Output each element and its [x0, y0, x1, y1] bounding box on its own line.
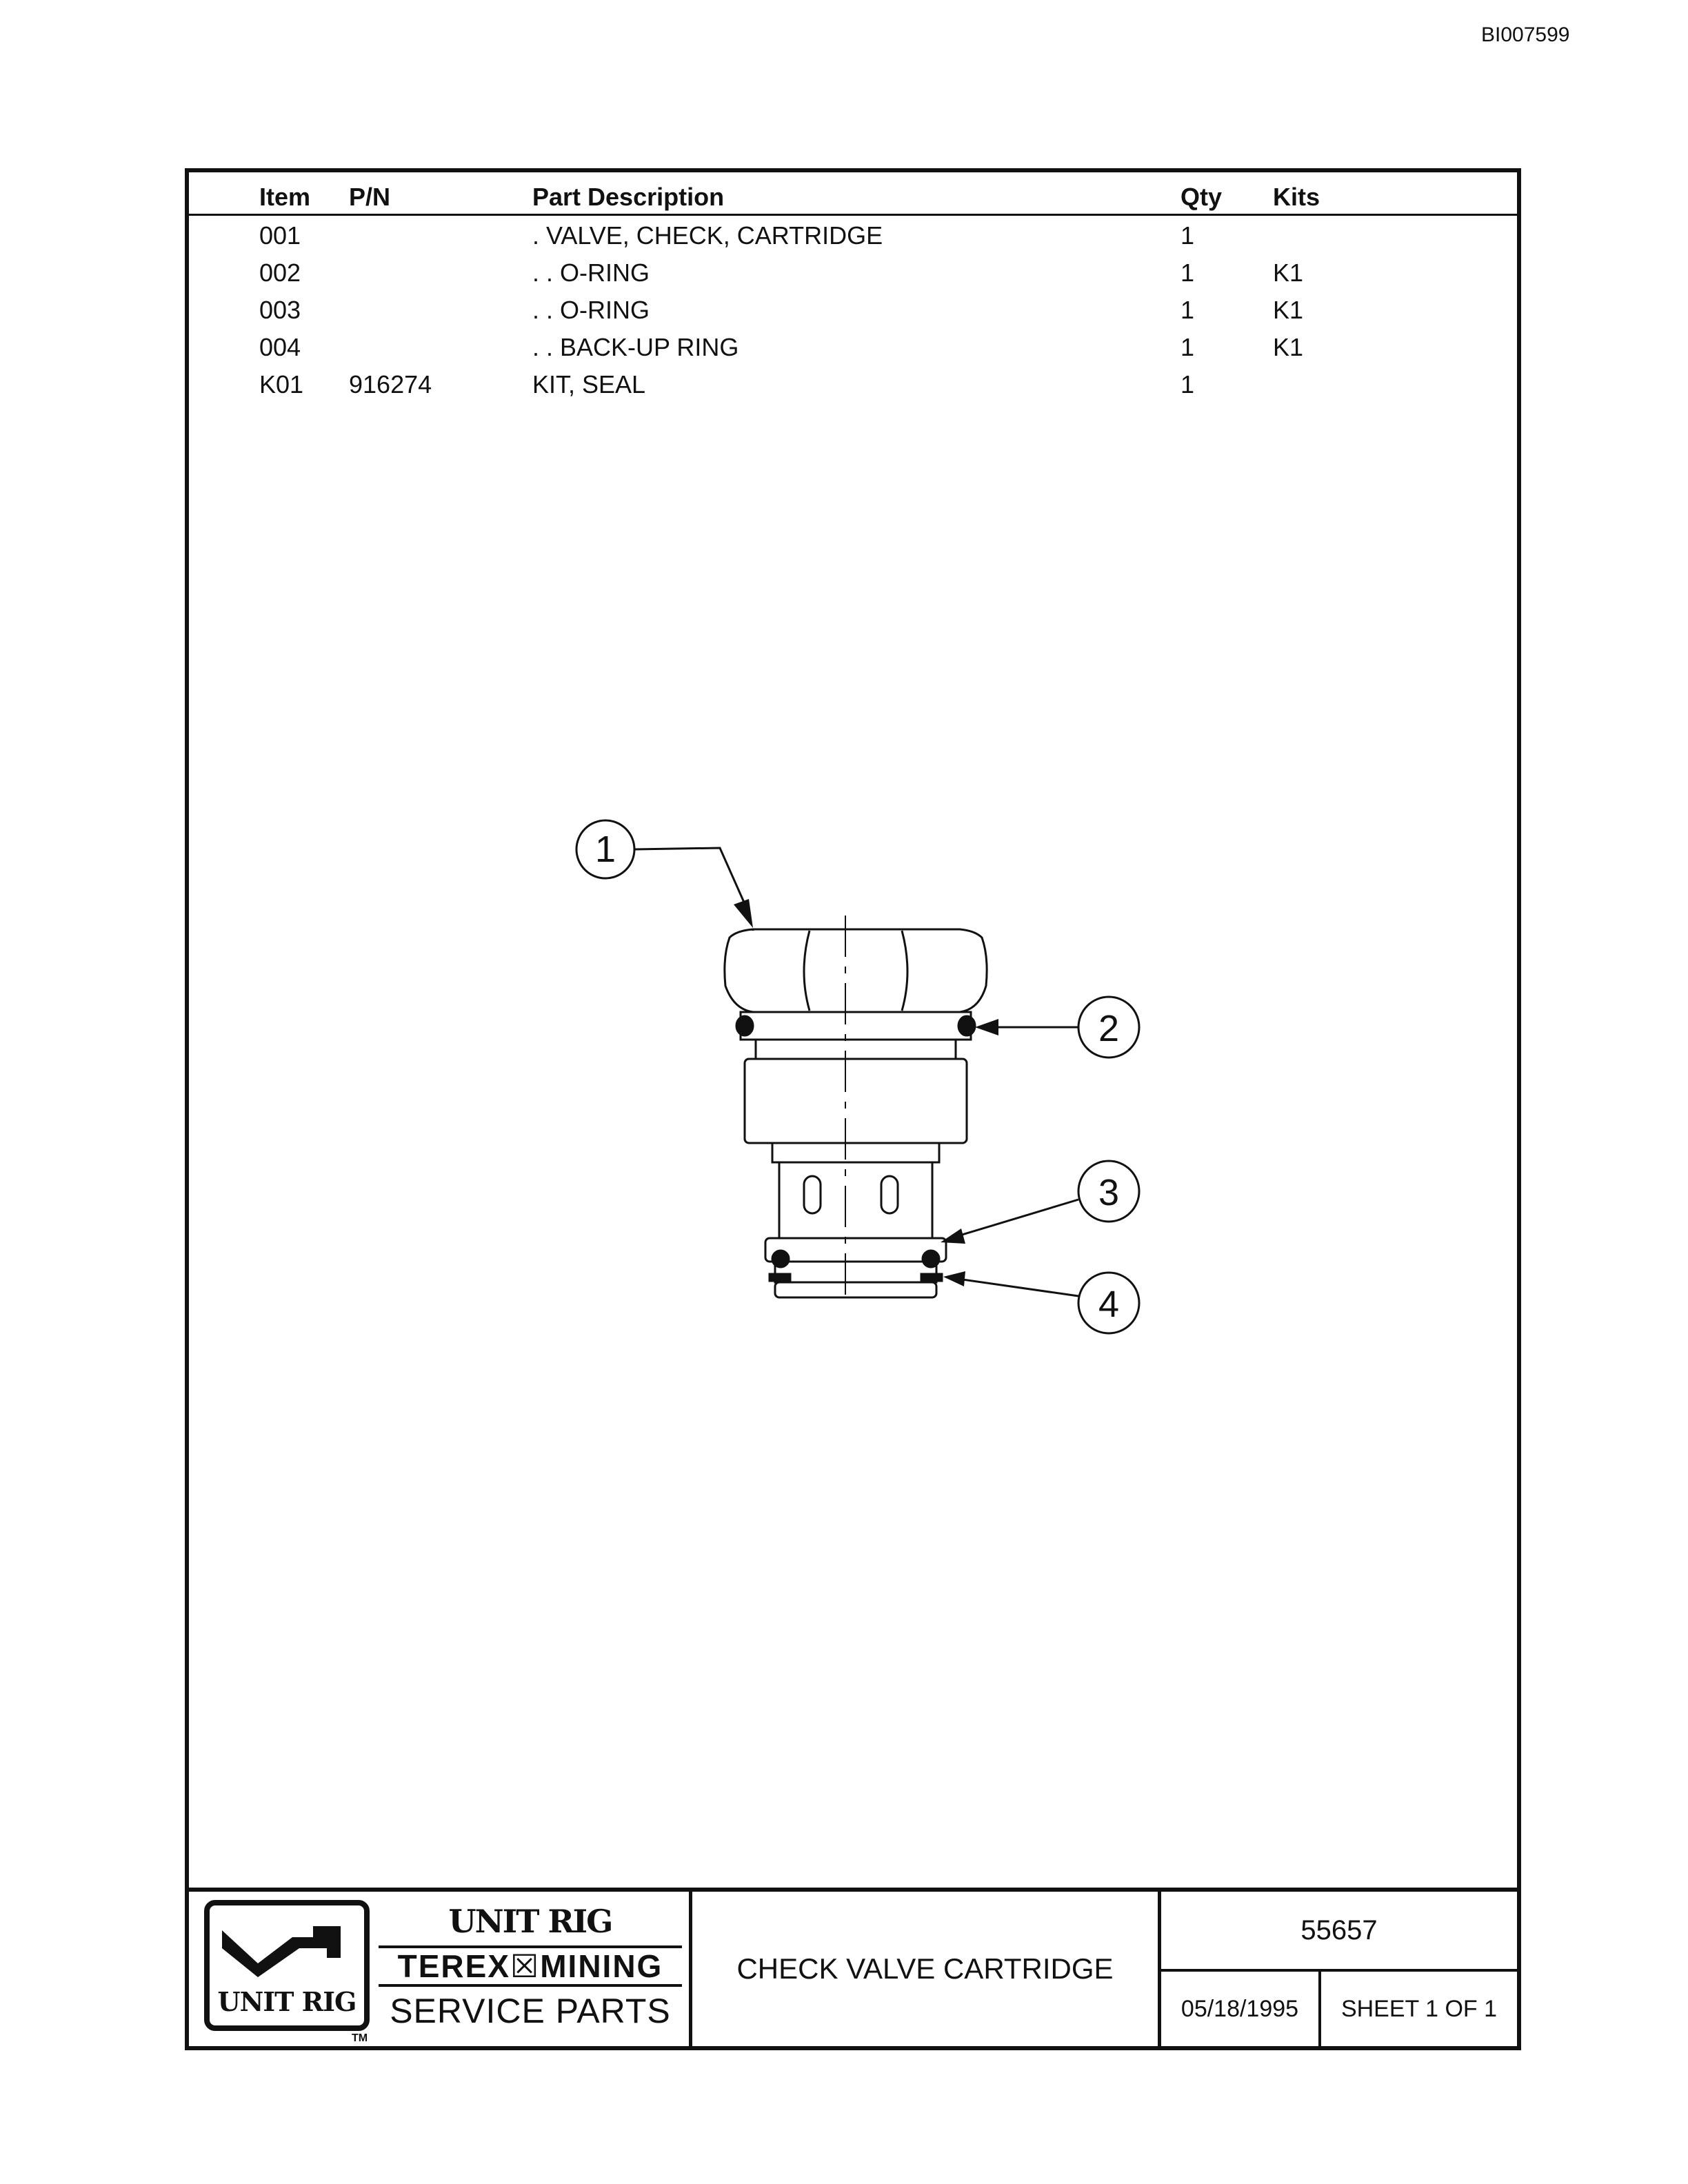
- sheet-number: SHEET 1 OF 1: [1340, 1995, 1498, 2022]
- cell-qty: 1: [1180, 333, 1195, 361]
- table-row: 004 . . BACK-UP RING 1 K1: [189, 334, 1517, 371]
- svg-text:4: 4: [1098, 1284, 1119, 1325]
- lower-seal-land: [764, 1237, 947, 1299]
- title-block-right: 55657 05/18/1995 SHEET 1 OF 1: [1161, 1892, 1517, 2046]
- upper-seal-land: [735, 1011, 976, 1041]
- cell-item: 001: [259, 221, 301, 250]
- callout-2: 2: [975, 995, 1141, 1059]
- brand-service-parts: SERVICE PARTS: [390, 1992, 671, 2030]
- header-kits: Kits: [1273, 183, 1320, 211]
- cell-description: KIT, SEAL: [532, 370, 646, 398]
- valve-drawing: 1 2 3 4: [575, 819, 1141, 1335]
- cell-item: 004: [259, 333, 301, 361]
- cell-kits: K1: [1273, 296, 1304, 324]
- table-row: 002 . . O-RING 1 K1: [189, 259, 1517, 296]
- cell-description: . . BACK-UP RING: [532, 333, 739, 361]
- cell-kits: K1: [1273, 259, 1304, 287]
- document-id: BI007599: [1481, 23, 1570, 46]
- trademark: TM: [352, 2032, 368, 2044]
- cell-qty: 1: [1180, 259, 1195, 287]
- cell-pn: 916274: [349, 370, 432, 398]
- table-row: K01 916274 KIT, SEAL 1: [189, 371, 1517, 408]
- cell-description: . . O-RING: [532, 296, 650, 324]
- cell-item: 002: [259, 259, 301, 287]
- cell-qty: 1: [1180, 370, 1195, 398]
- brand-unit-rig: UNIT RIG: [448, 1903, 614, 1940]
- cell-description: . . O-RING: [532, 259, 650, 287]
- cell-item: 003: [259, 296, 301, 324]
- unit-rig-emblem-icon: [222, 1926, 341, 1977]
- drawing-frame: Item P/N Part Description Qty Kits 001 .…: [185, 168, 1521, 2050]
- header-item: Item: [259, 183, 311, 211]
- header-description: Part Description: [532, 183, 725, 211]
- title-block: UNIT RIG TM UNIT RIG TEREX☒MINING SERVIC…: [189, 1888, 1517, 2046]
- header-divider: [189, 214, 1517, 216]
- svg-text:2: 2: [1098, 1008, 1119, 1049]
- table-row: 003 . . O-RING 1 K1: [189, 296, 1517, 334]
- table-row: 001 . VALVE, CHECK, CARTRIDGE 1: [189, 222, 1517, 259]
- header-qty: Qty: [1180, 183, 1223, 211]
- header-pn: P/N: [349, 183, 391, 211]
- callout-4: 4: [943, 1271, 1141, 1335]
- cartridge-body: [743, 1038, 968, 1240]
- callout-1: 1: [575, 819, 753, 928]
- cell-qty: 1: [1180, 221, 1195, 250]
- cell-description: . VALVE, CHECK, CARTRIDGE: [532, 221, 883, 250]
- svg-text:1: 1: [595, 829, 616, 870]
- cell-item: K01: [259, 370, 304, 398]
- drawing-title: CHECK VALVE CARTRIDGE: [692, 1892, 1161, 2046]
- hex-nut: [723, 928, 988, 1013]
- cell-kits: K1: [1273, 333, 1304, 361]
- drawing-date: 05/18/1995: [1161, 1972, 1321, 2046]
- callout-3: 3: [941, 1160, 1141, 1244]
- brand-terex-mining: TEREX☒MINING: [379, 1945, 682, 1987]
- unit-rig-logo: UNIT RIG: [204, 1900, 370, 2031]
- drawing-number: 55657: [1161, 1892, 1517, 1972]
- logo-area: UNIT RIG TM UNIT RIG TEREX☒MINING SERVIC…: [189, 1892, 692, 2046]
- svg-text:3: 3: [1098, 1172, 1119, 1213]
- cell-qty: 1: [1180, 296, 1195, 324]
- logo-text: UNIT RIG: [217, 1986, 357, 2017]
